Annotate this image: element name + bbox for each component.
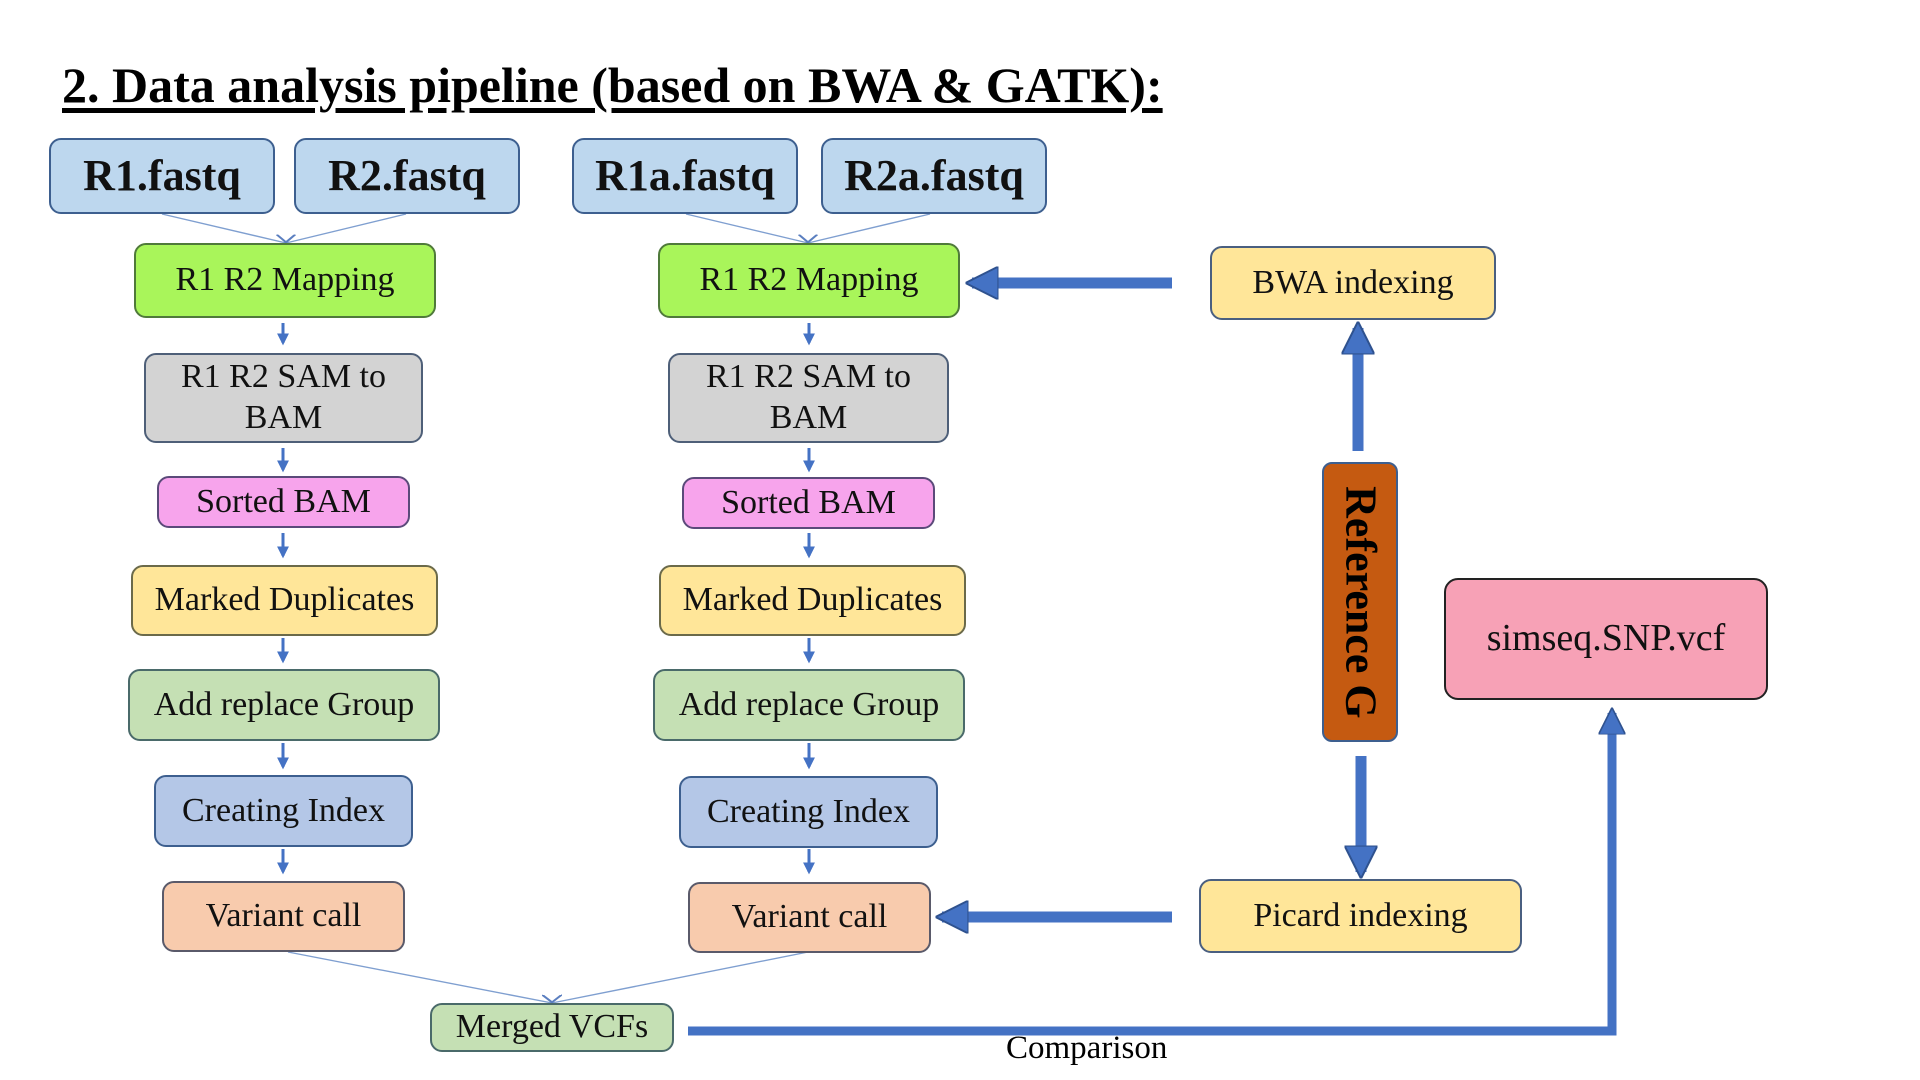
left-mapping-node: R1 R2 Mapping — [134, 243, 436, 318]
edge-left-variant-to-merged — [287, 951, 552, 1003]
picard-indexing-node: Picard indexing — [1199, 879, 1522, 953]
truth-vcf-node: simseq.SNP.vcf — [1444, 578, 1768, 700]
left-sam-to-bam-node: R1 R2 SAM to BAM — [144, 353, 423, 443]
right-variant-call-node: Variant call — [688, 882, 931, 953]
edge-right-variant-to-merged — [552, 951, 809, 1003]
edge-r1a-to-mapping-right — [685, 213, 808, 243]
right-sam-to-bam-node: R1 R2 SAM to BAM — [668, 353, 949, 443]
left-creating-index-node: Creating Index — [154, 775, 413, 847]
left-sorted-bam-node: Sorted BAM — [157, 476, 410, 528]
merged-vcfs-node: Merged VCFs — [430, 1003, 674, 1052]
page-title: 2. Data analysis pipeline (based on BWA … — [62, 57, 1163, 113]
r1-fastq-node: R1.fastq — [49, 138, 275, 214]
edge-merged-to-truth-vcf — [688, 713, 1612, 1036]
reference-label: Reference G — [1336, 485, 1386, 719]
left-add-replace-group-node: Add replace Group — [128, 669, 440, 741]
reference-node: Reference G — [1322, 462, 1398, 742]
edge-r2a-to-mapping-right — [808, 213, 931, 243]
right-creating-index-node: Creating Index — [679, 776, 938, 848]
right-add-replace-group-node: Add replace Group — [653, 669, 965, 741]
left-variant-call-node: Variant call — [162, 881, 405, 952]
right-sorted-bam-node: Sorted BAM — [682, 477, 935, 529]
r1a-fastq-node: R1a.fastq — [572, 138, 798, 214]
r2a-fastq-node: R2a.fastq — [821, 138, 1047, 214]
right-mapping-node: R1 R2 Mapping — [658, 243, 960, 318]
edge-r2-to-mapping-left — [286, 213, 407, 243]
r2-fastq-node: R2.fastq — [294, 138, 520, 214]
comparison-label: Comparison — [1006, 1030, 1168, 1066]
left-marked-duplicates-node: Marked Duplicates — [131, 565, 438, 636]
right-marked-duplicates-node: Marked Duplicates — [659, 565, 966, 636]
edge-r1-to-mapping-left — [161, 213, 286, 243]
bwa-indexing-node: BWA indexing — [1210, 246, 1496, 320]
